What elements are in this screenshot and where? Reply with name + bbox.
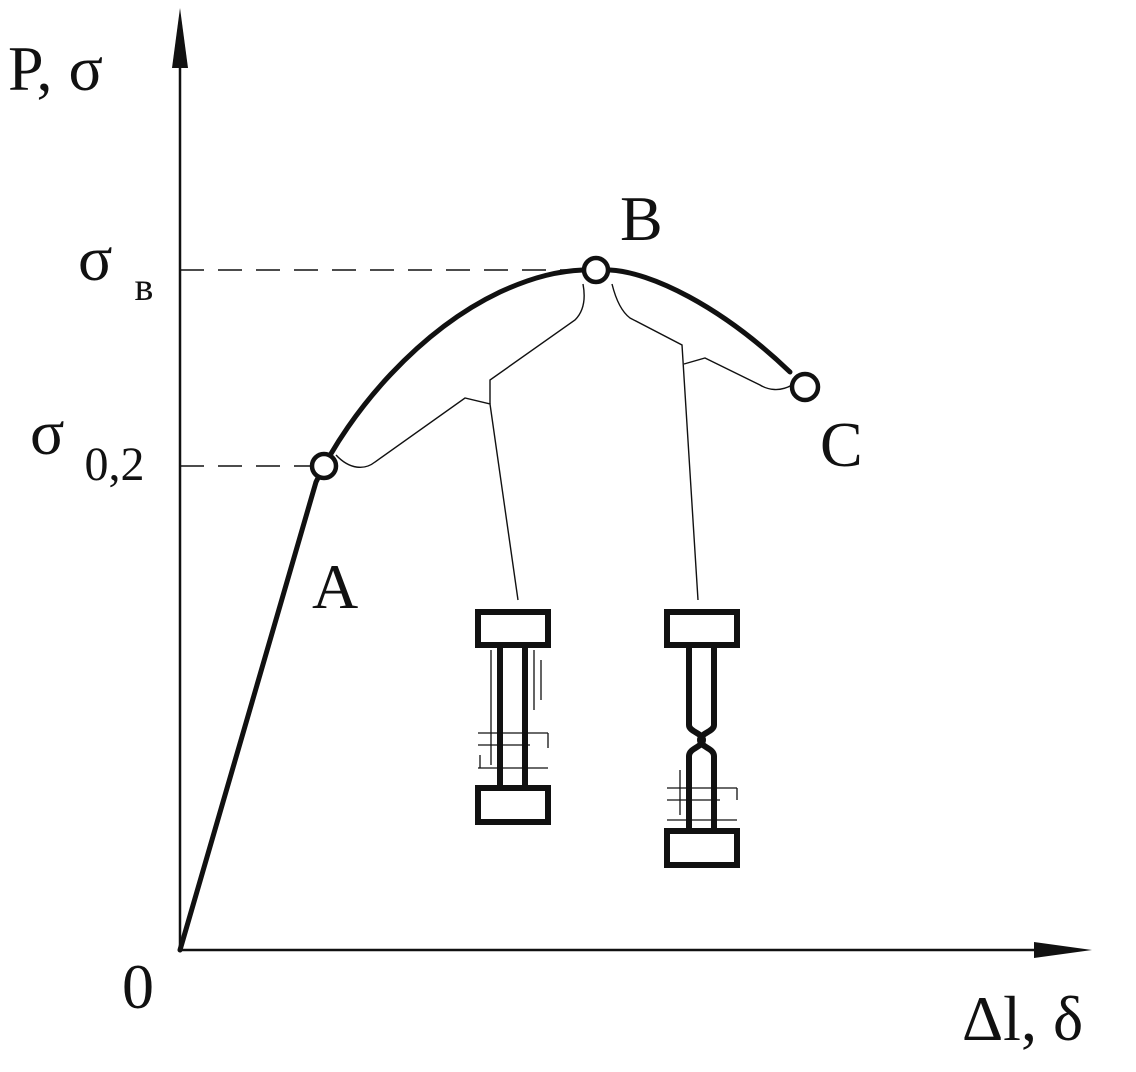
origin-label: 0 <box>122 951 154 1022</box>
specimen-2-bottom-grip <box>664 828 740 868</box>
specimen-2-hatching <box>667 770 738 821</box>
leader-a-to-specimen <box>335 397 519 601</box>
yield-stress-label: σ 0,2 <box>30 397 145 491</box>
point-c-marker <box>789 371 821 403</box>
ultimate-stress-label: σ в <box>78 223 153 309</box>
point-b-label: B <box>620 183 663 254</box>
axes <box>172 8 1092 958</box>
stress-strain-curve <box>177 267 793 953</box>
specimen-2-top-grip <box>664 609 740 648</box>
specimen-1-top-grip <box>475 609 551 648</box>
x-axis-label: Δl, δ <box>962 983 1083 1054</box>
x-axis-arrowhead <box>1034 942 1092 958</box>
yield-stress-subscript: 0,2 <box>85 438 145 491</box>
leader-lines <box>335 283 793 601</box>
leader-b-left <box>489 283 585 404</box>
point-b-marker <box>581 255 611 285</box>
y-axis-arrowhead <box>172 8 188 68</box>
point-c-label: C <box>820 409 863 480</box>
specimen-uniform-elongation <box>475 609 551 825</box>
y-axis-label: P, σ <box>8 33 103 104</box>
specimen-1-hatching <box>478 650 549 769</box>
ultimate-stress-subscript: в <box>135 264 154 309</box>
reference-lines <box>180 269 583 467</box>
point-a-marker <box>309 451 339 481</box>
specimen-2-right-profile <box>696 645 717 831</box>
specimen-1-bottom-grip <box>475 785 551 825</box>
ultimate-stress-symbol: σ <box>78 223 113 294</box>
leader-c <box>683 357 793 391</box>
leader-b-right <box>611 283 699 601</box>
point-markers <box>309 255 821 481</box>
specimen-necking <box>664 609 740 868</box>
point-a-label: A <box>312 551 358 622</box>
labels: P, σ Δl, δ 0 σ в σ 0,2 A B C <box>8 33 1083 1054</box>
yield-stress-symbol: σ <box>30 397 65 468</box>
